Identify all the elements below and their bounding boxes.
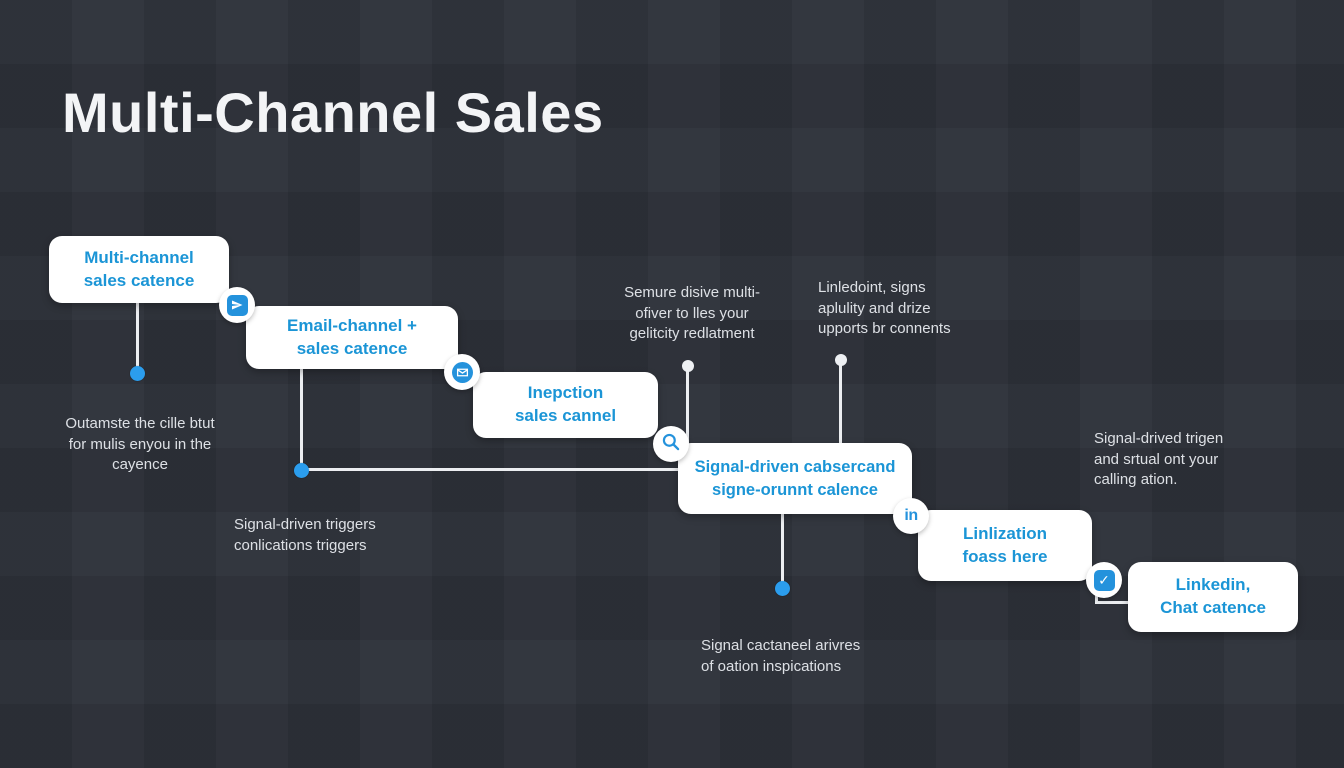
step-card-multi-channel: Multi-channel sales catence	[49, 236, 229, 303]
annotation-text: Linledoint, signs aplulity and drize upp…	[818, 279, 951, 338]
annotation-text: Signal cactaneel arivres of oation inspi…	[701, 637, 861, 675]
page-title: Multi-Channel Sales	[62, 81, 604, 144]
blue-endpoint-dot	[775, 581, 790, 596]
step-card-linkedin-chat: Linkedin, Chat catence	[1128, 562, 1298, 632]
linkedin-icon: in	[904, 507, 918, 524]
connector-line	[136, 303, 139, 367]
connector-line	[1095, 601, 1128, 604]
step-card-inspection: Inepction sales cannel	[473, 372, 658, 438]
check-square-icon: ✓	[1093, 569, 1115, 591]
step-card-email-channel: Email-channel + sales catence	[246, 306, 458, 369]
badge-linkedin: in	[893, 498, 929, 534]
annotation-text: Signal-drived trigen and srtual ont your…	[1094, 430, 1224, 489]
blue-endpoint-dot	[294, 463, 309, 478]
badge-email	[444, 354, 480, 390]
search-icon	[661, 432, 681, 457]
step-card-linlization: Linlization foass here	[918, 510, 1092, 581]
connector-line	[303, 468, 678, 471]
connector-line	[1095, 590, 1098, 604]
white-endpoint-dot	[682, 360, 694, 372]
connector-line	[839, 363, 842, 443]
annotation-text: Semure disive multi- ofiver to lles your…	[624, 284, 760, 343]
annotation-text: Outamste the cille btut for mulis enyou …	[65, 415, 215, 474]
badge-check: ✓	[1086, 562, 1122, 598]
blue-endpoint-dot	[130, 366, 145, 381]
connector-line	[300, 369, 303, 466]
step-card-signal-driven: Signal-driven cabsercand signe-orunnt ca…	[678, 443, 912, 514]
email-icon	[451, 361, 473, 383]
badge-search	[653, 426, 689, 462]
white-endpoint-dot	[835, 354, 847, 366]
connector-line	[686, 369, 689, 443]
connector-line	[781, 514, 784, 584]
send-icon	[226, 294, 248, 316]
annotation-text: Signal-driven triggers conlications trig…	[234, 516, 376, 554]
badge-send	[219, 287, 255, 323]
